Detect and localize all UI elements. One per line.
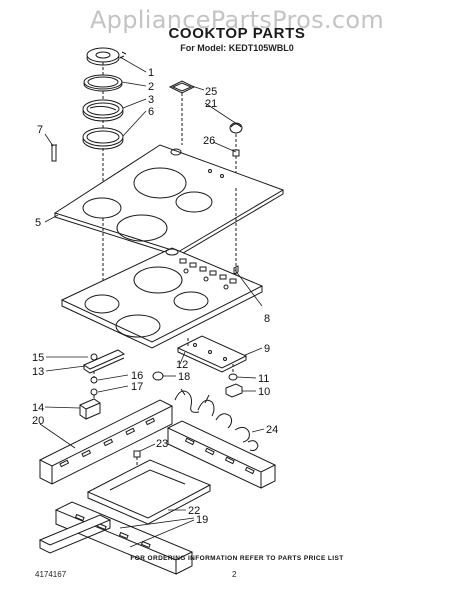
callout-20: 20	[32, 415, 44, 427]
part-7-screw	[51, 144, 57, 162]
part-25-bracket	[168, 80, 196, 145]
callout-22: 22	[188, 505, 200, 517]
callout-9: 9	[264, 343, 270, 355]
callout-5: 5	[35, 217, 41, 229]
callout-3: 3	[148, 94, 154, 106]
callout-1: 1	[148, 67, 154, 79]
part-8-cooktop-frame	[60, 247, 264, 349]
watermark: AppliancePartsPros.com	[89, 6, 385, 34]
model-line: For Model: KEDT105WBL0	[180, 43, 294, 53]
part-10-terminal	[225, 364, 243, 398]
page-title: COOKTOP PARTS	[168, 25, 306, 42]
part-13-left-bracket	[82, 349, 126, 403]
part-22-bottom-pan	[86, 459, 212, 525]
callout-25: 25	[205, 86, 217, 98]
callout-16: 16	[131, 370, 143, 382]
part-14-switch	[79, 398, 101, 420]
part-20-front-channel	[38, 399, 174, 485]
callout-12: 12	[176, 359, 188, 371]
callout-26: 26	[203, 135, 215, 147]
part-18-screw	[152, 371, 164, 381]
callout-23: 23	[156, 438, 168, 450]
leader-lines	[39, 56, 265, 548]
callout-15: 15	[32, 352, 44, 364]
callout-labels: 1 2 3 6 7 25 21 26 5 8 9 15 13 12 16 18 …	[32, 67, 278, 526]
callout-7: 7	[37, 124, 43, 136]
page-number: 2	[232, 570, 237, 579]
callout-11: 11	[258, 373, 269, 385]
callout-21: 21	[205, 98, 217, 110]
document-number: 4174167	[35, 570, 67, 579]
part-9-terminal-bracket	[176, 335, 248, 373]
callout-18: 18	[178, 371, 190, 383]
callout-6: 6	[148, 106, 154, 118]
element-rings-stack	[82, 47, 127, 195]
ordering-note: FOR ORDERING INFORMATION REFER TO PARTS …	[130, 555, 344, 562]
callout-24: 24	[266, 424, 278, 436]
control-cutouts	[179, 258, 237, 290]
part-19-lower-channels	[38, 501, 194, 575]
part-24-rear-channel	[166, 420, 277, 489]
wire-harness	[174, 388, 259, 451]
callout-19: 19	[196, 514, 208, 526]
callout-10: 10	[258, 386, 270, 398]
callout-13: 13	[32, 366, 44, 378]
callout-17: 17	[131, 381, 143, 393]
callout-14: 14	[32, 402, 44, 414]
callout-8: 8	[264, 313, 270, 325]
callout-2: 2	[148, 81, 154, 93]
part-5-cooktop-top	[53, 144, 285, 257]
